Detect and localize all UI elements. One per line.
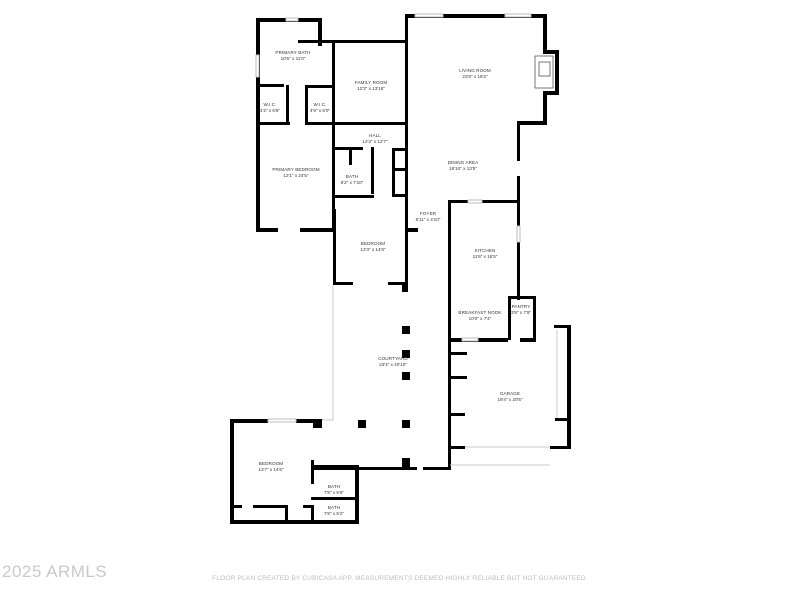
room-size-garage: 18'4" x 20'5" xyxy=(497,397,523,402)
room-label-bath-3: BATH xyxy=(328,505,340,510)
room-size-bedroom-2: 13'7" x 14'6" xyxy=(258,467,284,472)
room-label-kitchen: KITCHEN xyxy=(475,248,496,253)
room-size-primary-bath: 10'5" x 11'0" xyxy=(281,56,306,61)
room-size-wic-2: 4'9" x 6'0" xyxy=(310,108,330,113)
room-label-dining-area: DINING AREA xyxy=(448,160,480,165)
room-label-bath-1: BATH xyxy=(346,174,358,179)
windows xyxy=(255,13,532,423)
room-label-bedroom-1: BEDROOM xyxy=(361,241,386,246)
room-size-family-room: 12'3" x 13'18" xyxy=(357,86,385,91)
room-size-breakfast-nook: 10'0" x 7'4" xyxy=(469,316,492,321)
room-label-courtyard: COURTYARD xyxy=(378,356,408,361)
room-label-garage: GARAGE xyxy=(500,391,520,396)
room-size-bath-3: 7'8" x 5'2" xyxy=(324,511,344,516)
room-label-breakfast-nook: BREAKFAST NOOK xyxy=(458,310,502,315)
room-label-primary-bedroom: PRIMARY BEDROOM xyxy=(272,167,319,172)
room-label-wic-1: W.I.C. xyxy=(263,102,276,107)
room-size-foyer: 6'11" x 4'10" xyxy=(416,217,441,222)
room-label-primary-bath: PRIMARY BATH xyxy=(275,50,310,55)
room-label-hall: HALL xyxy=(369,133,381,138)
room-size-kitchen: 11'6" x 16'5" xyxy=(473,254,498,259)
room-labels: PRIMARY BATH 10'5" x 11'0" FAMILY ROOM 1… xyxy=(258,50,531,516)
room-size-pantry: 3'8" x 7'9" xyxy=(511,310,531,315)
room-label-bedroom-2: BEDROOM xyxy=(259,461,284,466)
room-label-living-room: LIVING ROOM xyxy=(459,68,491,73)
room-size-living-room: 23'6" x 18'2" xyxy=(462,74,488,79)
open-boundaries xyxy=(322,285,558,466)
disclaimer: FLOOR PLAN CREATED BY CUBICASA APP. MEAS… xyxy=(212,575,588,582)
room-label-family-room: FAMILY ROOM xyxy=(355,80,388,85)
room-size-bath-2: 7'8" x 5'6" xyxy=(324,490,344,495)
room-label-bath-2: BATH xyxy=(328,484,340,489)
room-size-courtyard: 23'4" x 40'10" xyxy=(379,362,407,367)
watermark: 2025 ARMLS xyxy=(2,562,108,581)
room-label-pantry: PANTRY xyxy=(512,304,531,309)
room-size-hall: 12'3" x 12'7" xyxy=(362,139,388,144)
room-size-wic-1: 4'2" x 6'8" xyxy=(260,108,280,113)
room-size-dining-area: 18'10" x 13'5" xyxy=(449,166,477,171)
room-size-bath-1: 6'2" x 7'10" xyxy=(341,180,364,185)
room-label-wic-2: W.I.C. xyxy=(313,102,326,107)
room-label-foyer: FOYER xyxy=(420,211,437,216)
room-size-primary-bedroom: 12'1" x 24'5" xyxy=(283,173,309,178)
room-size-bedroom-1: 12'3" x 14'8" xyxy=(360,247,386,252)
